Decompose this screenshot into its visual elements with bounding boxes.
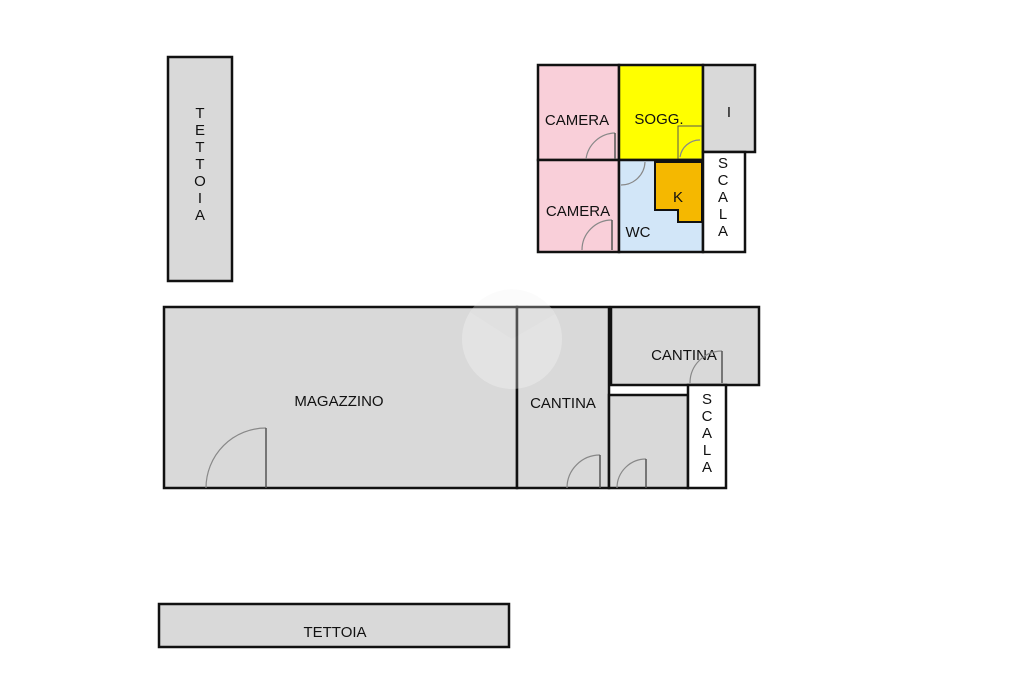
room-wc-label: WC [626,224,651,241]
room-camera-bottom [536,158,621,254]
door-magazzino [205,427,267,489]
tettoia-horizontal-area [157,602,511,649]
stair-lower [686,383,728,490]
tettoia-horizontal: TETTOIA [157,602,511,649]
room-ingresso-label: I [727,104,731,121]
room-cantina-right [609,305,761,387]
door-camera-bottom [581,219,613,251]
room-cantina-right-label: CANTINA [651,347,717,364]
door-cantina-right [689,350,723,384]
tettoia-vertical-area [166,55,234,283]
room-soggiorno-label: SOGG. [634,111,683,128]
room-camera-top [536,63,621,162]
room-cantina-middle [515,305,611,490]
room-magazzino-label: MAGAZZINO [294,393,383,410]
door-corridor [616,458,647,489]
door-soggiorno-passage [679,139,701,158]
room-cantina-middle-label: CANTINA [530,395,596,412]
room-camera-bottom-label: CAMERA [546,203,610,220]
door-camera-top [585,132,616,160]
tettoia-horizontal-label: TETTOIA [303,624,366,641]
stair-upper [701,150,747,254]
corridor-lower [607,393,690,490]
room-camera-top-label: CAMERA [545,112,609,129]
door-soggiorno-wc [620,161,646,186]
door-cantina-middle [566,454,601,489]
watermark-logo [462,289,562,389]
room-kitchen-label: K [673,189,683,206]
